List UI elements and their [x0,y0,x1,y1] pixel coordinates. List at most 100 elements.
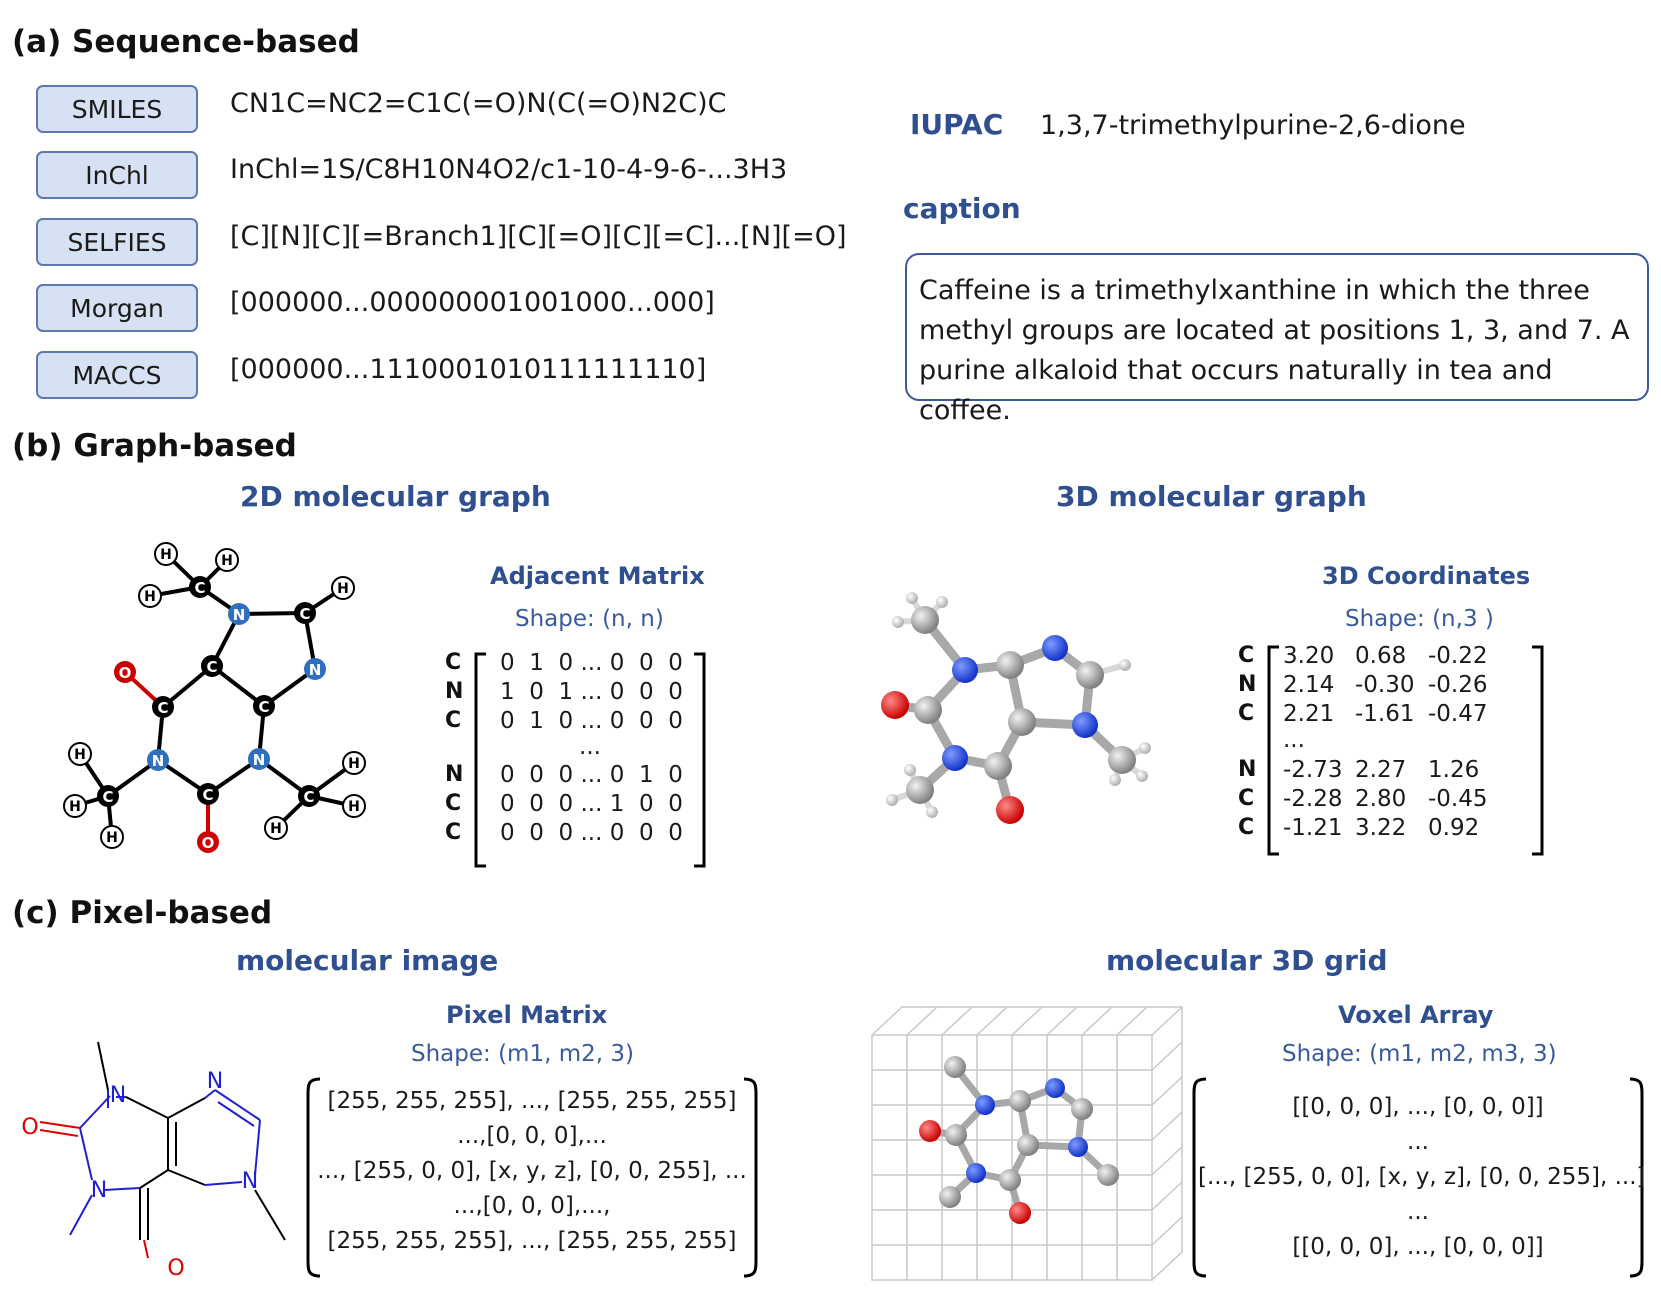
morgan-label: Morgan [36,284,198,332]
iupac-label: IUPAC [910,108,1004,141]
voxel-array-brackets [1192,1077,1644,1278]
adj-row-label: C [445,820,462,845]
coord-value: -2.28 [1283,786,1343,812]
atom-h: H [337,581,349,597]
molecular-skeletal-image: N N N N O O [21,1041,286,1280]
atom-o: O [202,834,215,852]
skeletal-atom-n: N [242,1169,258,1194]
inchi-value: InChl=1S/C8H10N4O2/c1-10-4-9-6-...3H3 [230,154,788,185]
adjacent-matrix-shape: Shape: (n, n) [515,606,664,632]
section-a-title: (a) Sequence-based [12,24,360,60]
coord-value: -0.22 [1428,643,1488,669]
atom-c: C [102,788,113,806]
molecular-graph-3d [881,592,1151,824]
coord-value: -0.47 [1428,701,1488,727]
atom-h: H [348,799,360,815]
coord-value: -2.73 [1283,757,1343,783]
atom-h: H [74,747,86,763]
coord-row-label: N [1238,672,1257,697]
skeletal-atom-n: N [207,1069,223,1094]
adj-row: 0 1 0 ... 0 0 0 [500,708,683,734]
matrix-line: [255, 255, 255], ..., [255, 255, 255] [327,1088,737,1114]
coord-value: 2.21 [1283,701,1335,727]
atom-c: C [303,788,314,806]
matrix-line: [..., [255, 0, 0], [x, y, z], [0, 0, 255… [1198,1164,1646,1190]
adj-row: ... [579,734,601,760]
adj-row: 0 0 0 ... 0 0 0 [500,820,683,846]
coord-value: 0.92 [1428,815,1480,841]
matrix-line: [[0, 0, 0], ..., [0, 0, 0]] [1292,1094,1544,1120]
coord-value: 1.26 [1428,757,1480,783]
coord-value: 0.68 [1355,643,1407,669]
adj-row-label: C [445,708,462,733]
selfies-value: [C][N][C][=Branch1][C][=O][C][=C]...[N][… [230,221,847,252]
atom-n: N [253,751,266,769]
adj-row-label: C [445,791,462,816]
skeletal-atom-n: N [91,1178,107,1203]
coord-value: -0.26 [1428,672,1488,698]
coord-value: 2.14 [1283,672,1335,698]
molecular-3d-grid-title: molecular 3D grid [1106,944,1388,977]
iupac-value: 1,3,7-trimethylpurine-2,6-dione [1040,110,1466,141]
atom-c: C [202,786,213,804]
atom-n: N [152,752,165,770]
atom-c: C [194,579,205,597]
section-c-title: (c) Pixel-based [12,895,273,931]
matrix-line: ... [1407,1129,1429,1155]
coord-value: 2.80 [1355,786,1407,812]
atom-n: N [233,606,246,624]
skeletal-atom-o: O [21,1115,38,1140]
pixel-matrix-values: [255, 255, 255], ..., [255, 255, 255]...… [312,1084,752,1259]
atom-h: H [69,799,81,815]
smiles-value: CN1C=NC2=C1C(=O)N(C(=O)N2C)C [230,88,727,119]
coord-value: 3.20 [1283,643,1335,669]
matrix-line: ...,[0, 0, 0],... [457,1123,607,1149]
atom-n: N [309,661,322,679]
atom-c: C [299,605,310,623]
voxel-array-values: [[0, 0, 0], ..., [0, 0, 0]]... [..., [255… [1198,1090,1646,1265]
coord-row-label: C [1238,643,1255,668]
matrix-line: [[0, 0, 0], ..., [0, 0, 0]] [1292,1234,1544,1260]
coord-value: ... [1283,727,1305,753]
adj-row: 0 0 0 ... 1 0 0 [500,791,683,817]
voxel-array-shape: Shape: (m1, m2, m3, 3) [1282,1041,1557,1067]
voxel-array-title: Voxel Array [1338,1001,1494,1029]
adj-row-label: N [445,679,464,704]
skeletal-atom-o: O [167,1256,184,1280]
atom-h: H [348,756,360,772]
pixel-matrix-shape: Shape: (m1, m2, 3) [411,1041,634,1067]
coord-value: 2.27 [1355,757,1407,783]
inchi-label: InChl [36,151,198,199]
caption-label: caption [903,192,1021,225]
molecular-graph-2d: C C C C C C C C N N N N O O H H H H H H … [63,542,366,853]
maccs-label: MACCS [36,351,198,399]
section-b-title: (b) Graph-based [12,428,297,464]
matrix-brackets [474,652,706,868]
coord-value: 3.22 [1355,815,1407,841]
adj-row: 0 1 0 ... 0 0 0 [500,650,683,676]
atom-h: H [144,589,156,605]
coords-shape: Shape: (n,3 ) [1345,606,1494,632]
graph-2d-title: 2D molecular graph [240,480,551,513]
caption-box: Caffeine is a trimethylxanthine in which… [905,253,1649,426]
atom-h: H [270,821,282,837]
atom-h: H [221,553,233,569]
coords-brackets [1267,645,1544,856]
atom-o: O [119,664,132,682]
coord-value: -1.61 [1355,701,1415,727]
smiles-label: SMILES [36,85,198,133]
atom-c: C [157,699,168,717]
coord-row-label: C [1238,815,1255,840]
skeletal-atom-n: N [110,1083,126,1108]
coord-value: -1.21 [1283,815,1343,841]
adjacent-matrix-title: Adjacent Matrix [490,562,705,590]
coord-row-label: C [1238,701,1255,726]
atom-h: H [160,547,172,563]
atom-c: C [206,658,217,676]
coord-row-label: C [1238,786,1255,811]
matrix-line: ..., [255, 0, 0], [x, y, z], [0, 0, 255]… [317,1158,747,1184]
coord-row-label: N [1238,757,1257,782]
coords-title: 3D Coordinates [1322,562,1531,590]
